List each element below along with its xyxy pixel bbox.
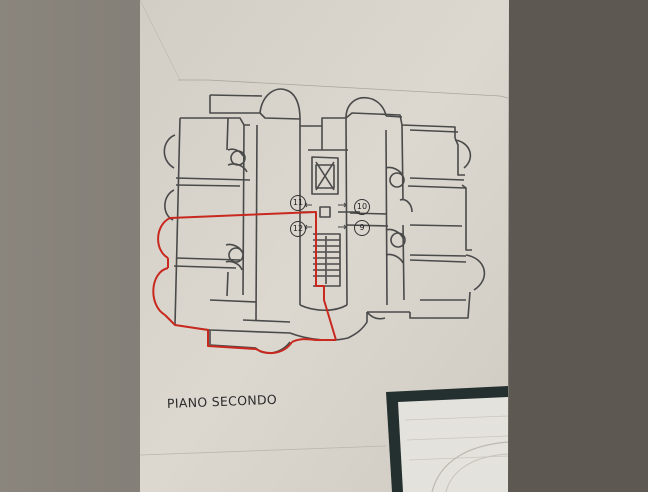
unit-number-9: 9: [354, 220, 370, 236]
paper-fold-line: [178, 79, 509, 99]
unit-number-12: 12: [290, 221, 306, 237]
highlighted-unit: [152, 211, 337, 355]
paper-edge-shadow: [139, 0, 181, 81]
unit-number-10: 10: [354, 199, 370, 215]
unit-number-11: 11: [290, 195, 306, 211]
document-card: [386, 386, 509, 492]
right-background: [508, 0, 648, 492]
floor-plan: [163, 88, 486, 354]
paper-bottom-edge: [139, 445, 387, 456]
